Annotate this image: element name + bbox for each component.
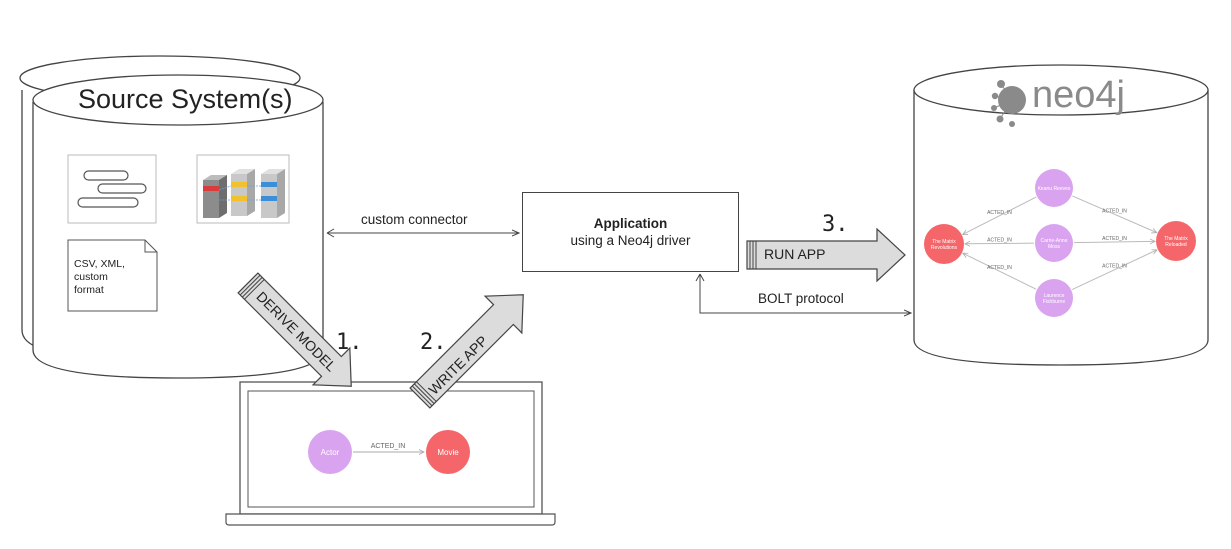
neo4j-logo-icon bbox=[991, 80, 1026, 127]
write-app-arrow bbox=[409, 294, 524, 409]
edge-label: ACTED_IN bbox=[1102, 208, 1127, 214]
acted-in-edge bbox=[1072, 195, 1156, 233]
step-1-number: 1. bbox=[336, 330, 363, 355]
derive-model-arrow bbox=[237, 272, 352, 387]
edge-label: ACTED_IN bbox=[1102, 264, 1127, 270]
source-system-title: Source System(s) bbox=[78, 84, 293, 114]
step-2-number: 2. bbox=[420, 330, 447, 355]
run-app-label: RUN APP bbox=[764, 246, 826, 262]
acted-in-edge bbox=[1073, 241, 1155, 242]
actor-node bbox=[1035, 169, 1073, 207]
file-format-label: CSV, XML, custom format bbox=[74, 258, 125, 296]
application-subtitle: using a Neo4j driver bbox=[570, 233, 691, 248]
edge-label: ACTED_IN bbox=[1102, 236, 1127, 242]
custom-connector-label: custom connector bbox=[361, 212, 468, 227]
database-stacks-icon bbox=[196, 154, 290, 224]
movie-node bbox=[924, 224, 964, 264]
queue-icon bbox=[67, 154, 157, 224]
neo4j-logo-text: neo4j bbox=[1032, 74, 1125, 116]
laptop bbox=[225, 381, 556, 526]
node-label: Actor bbox=[321, 448, 340, 457]
bolt-protocol-line bbox=[699, 274, 911, 313]
actor-node bbox=[1035, 224, 1073, 262]
acted-in-edge bbox=[965, 243, 1035, 244]
acted-in-edge bbox=[963, 252, 1037, 290]
node-label: Keanu Reeves bbox=[1038, 186, 1071, 192]
edge-label: ACTED_IN bbox=[371, 443, 406, 450]
actor-node bbox=[308, 430, 352, 474]
node-label: Movie bbox=[437, 448, 459, 457]
edge-label: ACTED_IN bbox=[987, 237, 1012, 243]
neo4j-graph: ACTED_IN ACTED_IN ACTED_IN ACTED_IN ACTED_IN… bbox=[924, 169, 1196, 317]
actor-node bbox=[1035, 279, 1073, 317]
edge-label: ACTED_IN bbox=[987, 210, 1012, 216]
movie-node bbox=[1156, 221, 1196, 261]
file-icon bbox=[67, 239, 158, 312]
run-app-arrow bbox=[746, 227, 906, 283]
application-box: Application using a Neo4j driver bbox=[522, 192, 739, 272]
step-3-number: 3. bbox=[822, 212, 849, 237]
laptop-graph: ACTED_IN Actor Movie bbox=[308, 430, 470, 474]
edge-label: ACTED_IN bbox=[987, 265, 1012, 271]
bolt-protocol-label: BOLT protocol bbox=[758, 291, 844, 306]
acted-in-edge bbox=[963, 196, 1037, 235]
application-title: Application bbox=[593, 216, 668, 231]
acted-in-edge bbox=[1071, 250, 1157, 290]
movie-node bbox=[426, 430, 470, 474]
